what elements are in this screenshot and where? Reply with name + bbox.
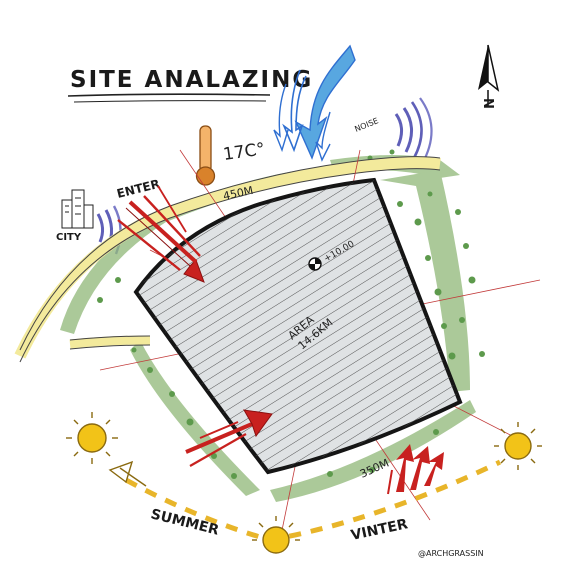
credit-label: @ARCHGRASSIN — [418, 549, 484, 558]
thermometer-group: 17C° — [197, 126, 267, 185]
noise-label: NOISE — [353, 116, 379, 134]
north-label: N — [480, 98, 495, 109]
enter-label: ENTER — [115, 177, 161, 201]
sound-wave-icon — [396, 114, 402, 146]
temperature-label: 17C° — [222, 139, 266, 165]
top-road-dimension: 450M — [222, 184, 255, 203]
wind-arrows — [274, 46, 355, 160]
page-title: SITE ANALAZING — [70, 67, 313, 93]
sun-icon-winter — [494, 422, 542, 470]
wind-arrow-icon — [296, 46, 355, 158]
city-label: CITY — [56, 232, 82, 243]
city-icon — [62, 190, 93, 228]
north-compass: N — [478, 45, 498, 109]
north-arrow-icon — [478, 45, 488, 90]
thermometer-icon — [200, 126, 211, 172]
title-group: SITE ANALAZING — [68, 67, 313, 102]
left-road — [70, 340, 150, 344]
title-underline-2 — [74, 101, 266, 102]
title-underline — [68, 94, 270, 96]
sun-icon — [66, 412, 118, 464]
